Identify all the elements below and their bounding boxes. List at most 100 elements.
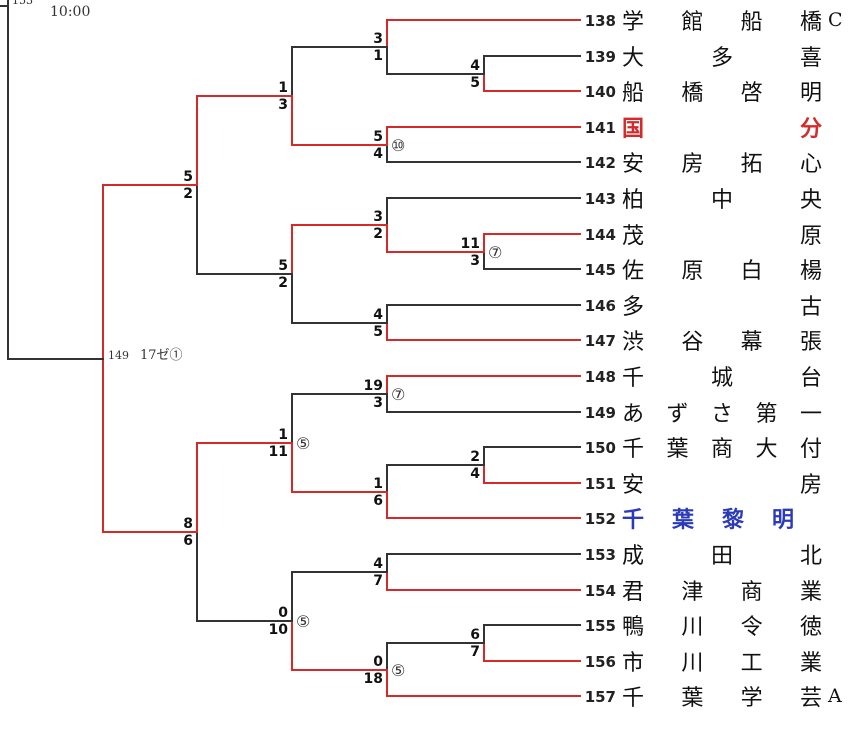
team-name-char: 房	[799, 473, 822, 498]
team-name-char: 明	[799, 81, 822, 106]
team-name-char: 明	[771, 507, 794, 533]
team-name-char: 成	[622, 544, 645, 569]
match-7-score-top: 5	[278, 258, 288, 274]
team-name-char: 葉	[681, 686, 704, 711]
team-suffix-138: C	[828, 9, 843, 31]
team-name-155: 鴨川令徳	[622, 610, 822, 640]
team-name-139: 大多喜	[622, 41, 822, 71]
team-seq-152: 152	[585, 510, 616, 528]
team-name-140: 船橋啓明	[622, 76, 822, 106]
team-name-char: 喜	[799, 46, 822, 71]
match-2-score-top: 5	[373, 129, 383, 145]
match-13-score-top: 4	[373, 556, 383, 572]
team-name-char: 令	[740, 615, 763, 640]
team-name-char: 第	[755, 402, 778, 427]
team-name-char: 渋	[622, 330, 645, 355]
team-name-char: 白	[740, 259, 763, 284]
team-name-char: 茂	[622, 224, 645, 249]
team-name-char: 商	[740, 580, 763, 605]
match-16-score-bottom: 10	[269, 622, 289, 638]
start-time: 10:00	[50, 4, 90, 20]
team-name-154: 君津商業	[622, 575, 822, 605]
team-seq-153: 153	[585, 546, 616, 564]
bracket-lines	[0, 0, 581, 697]
match-7-score-bottom: 2	[278, 275, 288, 291]
team-name-152: 千葉黎明	[622, 503, 794, 533]
team-name-char: 原	[681, 259, 704, 284]
team-seq-143: 143	[585, 190, 616, 208]
team-seq-139: 139	[585, 48, 616, 66]
match-11-score-top: 1	[373, 476, 383, 492]
team-name-char: 中	[710, 188, 733, 213]
center-match-note: 17ゼ①	[140, 348, 183, 363]
team-seq-145: 145	[585, 261, 616, 279]
match-8-score-bottom: 2	[183, 186, 193, 202]
team-name-char: 君	[622, 580, 645, 605]
match-5-score-bottom: 2	[373, 226, 383, 242]
match-4-score-bottom: 3	[470, 253, 480, 269]
match-3-score-bottom: 3	[278, 97, 288, 113]
team-name-char: 佐	[622, 259, 645, 284]
team-name-char: 千	[622, 437, 645, 462]
team-name-char: 拓	[740, 152, 763, 177]
match-6-score-bottom: 5	[373, 324, 383, 340]
team-name-char: 台	[799, 366, 822, 391]
team-name-char: 館	[681, 10, 704, 35]
team-name-char: 津	[681, 580, 704, 605]
team-name-char: 田	[710, 544, 733, 569]
team-name-char: 付	[799, 437, 822, 462]
team-name-147: 渋谷幕張	[622, 325, 822, 355]
team-name-char: 楊	[799, 259, 822, 284]
team-name-char: 千	[622, 686, 645, 711]
match-4-score-top: 11	[461, 236, 480, 252]
team-name-148: 千城台	[622, 361, 822, 391]
match-0-score-bottom: 5	[470, 75, 480, 91]
match-9-innings-mark: ⑦	[391, 385, 405, 404]
match-12-score-bottom: 11	[269, 444, 288, 460]
center-match-number: 149	[108, 349, 129, 362]
team-name-char: 一	[799, 402, 822, 427]
team-seq-146: 146	[585, 297, 616, 315]
match-10-score-top: 2	[470, 449, 480, 465]
team-name-char: 谷	[681, 330, 704, 355]
team-name-145: 佐原白楊	[622, 254, 822, 284]
match-5-score-top: 3	[373, 209, 383, 225]
team-name-char: 安	[622, 152, 645, 177]
match-9-score-top: 19	[364, 378, 383, 394]
team-seq-156: 156	[585, 653, 616, 671]
team-name-char: 千	[622, 366, 645, 391]
team-name-char: 大	[755, 437, 778, 462]
team-name-char: 多	[710, 46, 733, 71]
match-1-score-bottom: 1	[373, 48, 383, 64]
match-17-score-top: 8	[183, 516, 193, 532]
team-seq-148: 148	[585, 368, 616, 386]
team-name-char: 川	[681, 651, 704, 676]
team-name-char: 船	[740, 10, 763, 35]
team-name-char: 芸	[799, 686, 822, 711]
match-2-score-bottom: 4	[373, 146, 383, 162]
match-2-innings-mark: ⑩	[391, 136, 405, 155]
team-seq-numbers: 1381391401411421431441451461471481491501…	[585, 12, 616, 706]
team-name-157: 千葉学芸	[622, 681, 822, 711]
team-seq-141: 141	[585, 119, 616, 137]
team-name-char: 徳	[799, 615, 822, 640]
team-name-156: 市川工業	[622, 646, 822, 676]
team-name-char: 大	[622, 46, 645, 71]
team-name-char: 分	[799, 116, 822, 142]
team-name-char: 心	[799, 152, 822, 177]
match-0-score-top: 4	[470, 58, 480, 74]
team-seq-142: 142	[585, 154, 616, 172]
team-name-char: 原	[799, 224, 822, 249]
team-name-146: 多古	[622, 290, 822, 320]
team-name-char: 幕	[740, 330, 763, 355]
match-4-innings-mark: ⑦	[488, 243, 502, 262]
team-name-char: 船	[622, 81, 645, 106]
team-suffix-157: A	[828, 685, 842, 707]
team-name-char: 城	[710, 366, 733, 391]
match-3-score-top: 1	[278, 80, 288, 96]
team-name-char: 工	[740, 651, 763, 676]
match-16-innings-mark: ⑤	[296, 612, 310, 631]
team-name-char: ず	[666, 402, 689, 427]
team-name-138: 学館船橋	[622, 5, 822, 35]
